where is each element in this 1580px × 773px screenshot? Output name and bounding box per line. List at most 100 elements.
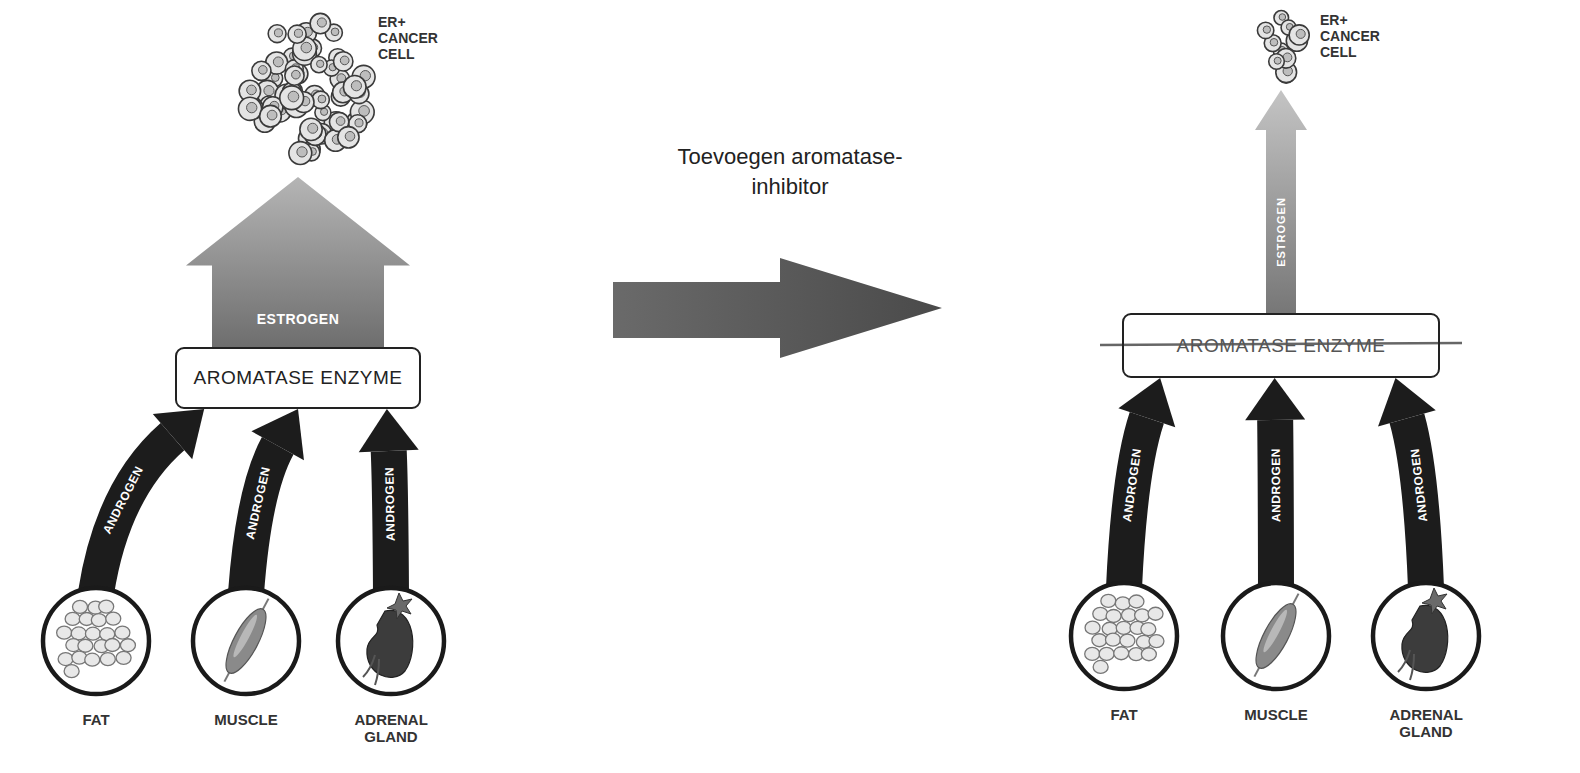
fat-cell	[106, 612, 121, 625]
cell-nucleus	[1274, 57, 1281, 64]
fat-cell	[91, 614, 106, 627]
tissue-circle: MUSCLE	[190, 585, 302, 697]
fat-cell	[1120, 634, 1135, 647]
hormone-arrow	[1255, 90, 1307, 313]
hormone-arrow	[96, 409, 204, 593]
tissue-circle: ADRENAL GLAND	[1370, 580, 1482, 692]
fat-cell	[1093, 660, 1108, 673]
cell-body	[252, 61, 271, 80]
fat-cell	[99, 600, 114, 613]
arrow-head	[359, 409, 419, 452]
cell-nucleus	[317, 18, 326, 27]
estrogen-arrow	[186, 177, 410, 347]
cell-nucleus	[267, 110, 277, 120]
cell-body	[285, 66, 304, 85]
fat-cell	[1141, 623, 1156, 636]
fat-cell	[1116, 621, 1131, 634]
cell-body	[343, 76, 366, 99]
cell-nucleus	[297, 147, 307, 157]
node-label: MUSCLE	[1244, 706, 1307, 723]
enzyme-label: AROMATASE ENZYME	[1163, 335, 1400, 357]
muscle-figure	[214, 593, 279, 687]
fat-cell	[1105, 633, 1120, 646]
node-illustration	[1220, 580, 1332, 692]
node-label: ER+ CANCER CELL	[378, 14, 438, 62]
step-label: Toevoegen aromatase-inhibitor	[650, 142, 930, 201]
node-illustration	[1250, 6, 1318, 88]
node-label: ADRENAL GLAND	[1389, 706, 1462, 741]
cell-nucleus	[1270, 38, 1278, 46]
cell-body	[311, 56, 327, 72]
vessel	[363, 655, 379, 685]
cell-body	[1257, 22, 1273, 38]
edge-label: ANDROGEN	[1120, 447, 1144, 522]
adrenal-gland	[1422, 588, 1447, 614]
hormone-arrow	[1118, 378, 1175, 588]
tissue-circle: FAT	[1068, 580, 1180, 692]
cell-nucleus	[247, 102, 257, 112]
cancer-cell: ER+ CANCER CELL	[1250, 6, 1318, 88]
cell-nucleus	[340, 56, 349, 65]
cell-nucleus	[273, 57, 283, 67]
tissue-ring	[193, 588, 299, 694]
cell-nucleus	[1279, 14, 1286, 21]
kidney	[367, 610, 413, 677]
cell-body	[310, 13, 330, 33]
cell-body	[288, 25, 306, 43]
arrow-head	[1378, 378, 1436, 427]
edge-label: ANDROGEN	[1408, 447, 1430, 522]
edge-label: ANDROGEN	[243, 465, 273, 540]
tissue-ring	[1223, 583, 1329, 689]
cell-nucleus	[301, 42, 312, 53]
fat-cell	[1114, 647, 1129, 660]
node-label: FAT	[82, 711, 109, 728]
cell-nucleus	[288, 91, 299, 102]
tissue-ring	[338, 588, 444, 694]
node-illustration	[335, 585, 447, 697]
cell-nucleus	[345, 131, 355, 141]
kidney	[1402, 605, 1448, 672]
enzyme-box: AROMATASE ENZYME	[175, 347, 422, 409]
cell-body	[260, 105, 282, 127]
tissue-circle: MUSCLE	[1220, 580, 1332, 692]
cell-nucleus	[264, 86, 274, 96]
fat-cell	[57, 626, 72, 639]
edge-label: ANDROGEN	[1268, 448, 1282, 522]
cell-body	[338, 127, 359, 148]
cell-nucleus	[317, 60, 324, 67]
edge-label: ANDROGEN	[100, 464, 146, 536]
hormone-arrow	[359, 409, 419, 593]
cell-nucleus	[331, 28, 339, 36]
node-illustration	[1068, 580, 1180, 692]
fat-cell	[1085, 647, 1100, 660]
cell-nucleus	[351, 81, 361, 91]
fat-cell	[105, 638, 120, 651]
cell-nucleus	[355, 119, 363, 127]
cell-nucleus	[336, 117, 345, 126]
fat-cell	[1129, 595, 1144, 608]
cell-body	[268, 25, 286, 43]
fat-cell	[73, 600, 88, 613]
fat-cell	[1093, 607, 1108, 620]
fat-cell	[1092, 634, 1107, 647]
fat-cell	[120, 639, 135, 652]
fat-cell	[1099, 647, 1114, 660]
tissue-ring	[43, 588, 149, 694]
cell-body	[280, 86, 304, 110]
arrow-head	[1118, 378, 1175, 427]
cell-body	[1289, 25, 1309, 45]
arrow-shaft	[1257, 420, 1294, 588]
hormone-arrow	[1378, 378, 1436, 588]
cell-body	[238, 97, 261, 120]
cell-nucleus	[259, 66, 268, 75]
muscle-belly	[1249, 599, 1304, 674]
enzyme-label: AROMATASE ENZYME	[180, 367, 417, 389]
cell-body	[334, 52, 353, 71]
node-illustration	[1370, 580, 1482, 692]
cell-nucleus	[294, 29, 302, 37]
adrenal-gland	[387, 593, 412, 619]
edge-label: ESTROGEN	[257, 311, 340, 327]
fat-cell	[85, 653, 100, 666]
node-label: ADRENAL GLAND	[354, 711, 427, 746]
cell-nucleus	[308, 123, 318, 133]
